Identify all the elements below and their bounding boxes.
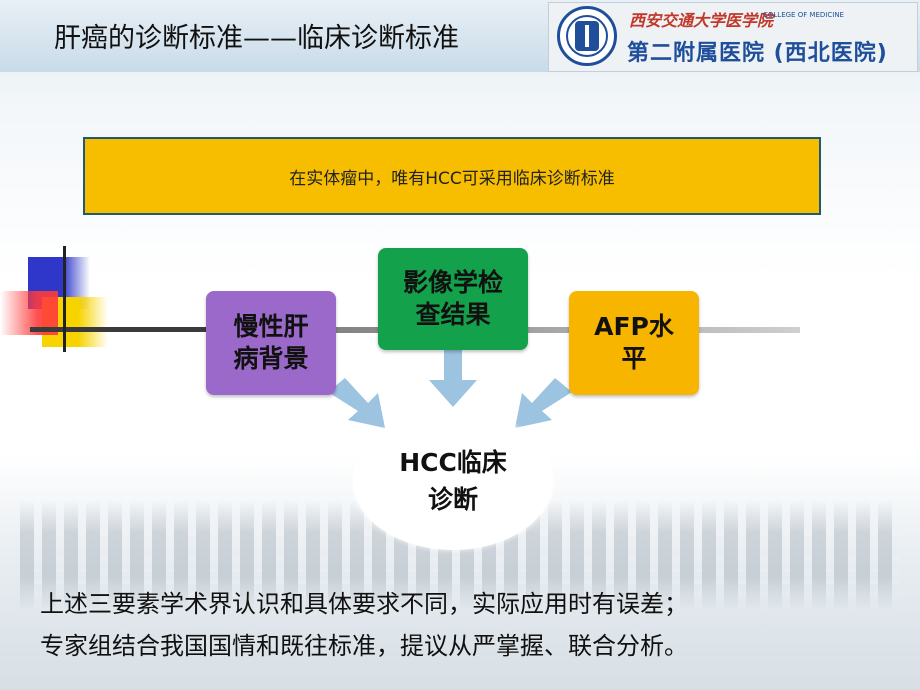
node-label-line: 影像学检 [402, 267, 503, 297]
university-name: 西安交通大学医学院 [629, 11, 774, 30]
node-label-line: 慢性肝 [233, 311, 309, 341]
arrow-center-icon [429, 350, 477, 407]
arrow-left-icon [328, 378, 385, 428]
hospital-logo-panel: 西安交通大学医学院 COLLEGE OF MEDICINE 第二附属医院 (西北… [548, 2, 918, 72]
node-label-line: 平 [621, 344, 647, 373]
footer-line: 上述三要素学术界认识和具体要求不同，实际应用时有误差； [40, 590, 688, 618]
outcome-label-line: 诊断 [427, 485, 478, 514]
criteria-banner: 在实体瘤中，唯有HCC可采用临床诊断标准 [83, 137, 821, 215]
node-chronic-liver-disease: 慢性肝 病背景 [206, 291, 336, 395]
node-afp-level: AFP水 平 [569, 291, 699, 395]
outcome-hcc-clinical-diagnosis: HCC临床 诊断 [353, 412, 553, 550]
footer-line: 专家组结合我国国情和既往标准，提议从严掌握、联合分析。 [40, 632, 688, 660]
footer-notes: 上述三要素学术界认识和具体要求不同，实际应用时有误差； 专家组结合我国国情和既往… [40, 583, 900, 667]
hospital-name: 第二附属医院 (西北医院) [627, 41, 888, 66]
node-imaging-results: 影像学检 查结果 [378, 248, 528, 350]
university-name-en: COLLEGE OF MEDICINE [763, 11, 844, 19]
arrow-right-icon [515, 378, 572, 428]
university-seal-icon [557, 6, 617, 66]
criteria-banner-text: 在实体瘤中，唯有HCC可采用临床诊断标准 [289, 168, 615, 189]
node-label-line: 查结果 [415, 300, 491, 329]
decorative-vertical-line [63, 246, 66, 352]
node-label-line: 病背景 [233, 344, 309, 373]
slide-title: 肝癌的诊断标准——临床诊断标准 [54, 23, 459, 54]
node-label-line: AFP水 [594, 311, 674, 341]
decorative-horizontal-line [30, 327, 210, 332]
outcome-label-line: HCC临床 [399, 447, 507, 477]
